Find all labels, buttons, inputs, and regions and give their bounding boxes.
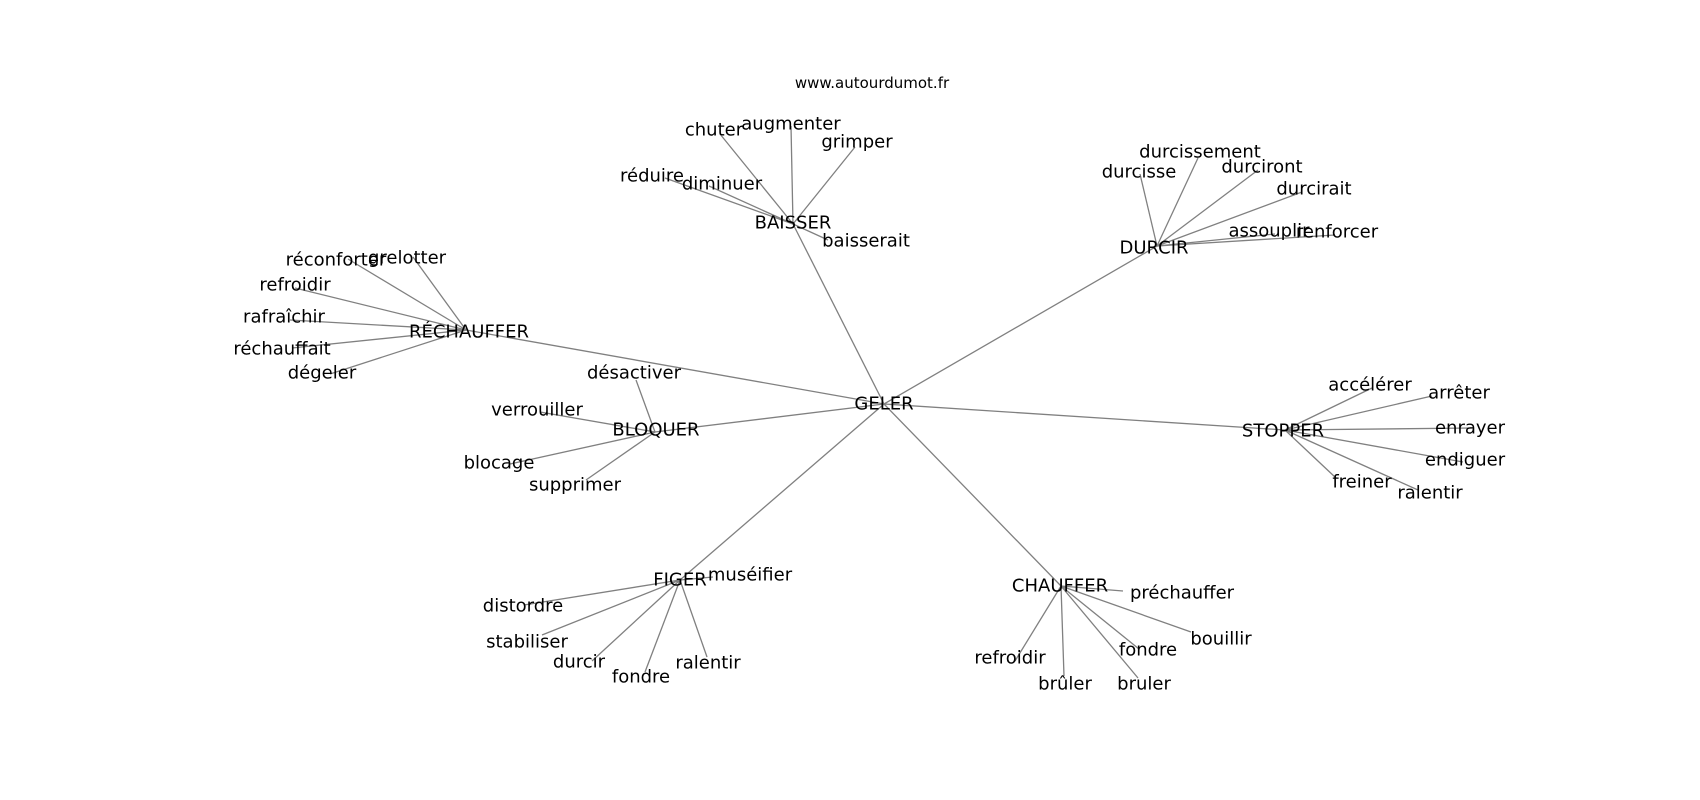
leaf-node-durcir-assouplir[interactable]: assouplir [1228, 221, 1310, 242]
leaf-node-chauffer-bruler[interactable]: bruler [1117, 674, 1171, 695]
edge-chauffer-bruler [1060, 585, 1139, 679]
leaf-node-stopper-endiguer[interactable]: endiguer [1425, 450, 1506, 471]
leaf-node-stopper-arreter[interactable]: arrêter [1428, 383, 1490, 404]
leaf-node-chauffer-fondre[interactable]: fondre [1119, 640, 1177, 661]
leaf-node-baisser-baisserait[interactable]: baisserait [822, 231, 910, 252]
leaf-node-baisser-reduire[interactable]: réduire [620, 166, 684, 187]
edge-center-chauffer [883, 403, 1062, 587]
edge-stopper-enrayer [1284, 427, 1473, 431]
edge-durcir-durcirait [1156, 191, 1303, 247]
edge-figer-ralentir [679, 579, 708, 658]
edge-chauffer-prechauffer [1060, 585, 1124, 592]
edge-stopper-accelerer [1284, 387, 1373, 431]
leaf-node-chauffer-bruler[interactable]: brûler [1038, 674, 1092, 695]
leaf-node-chauffer-prechauffer[interactable]: préchauffer [1130, 583, 1235, 604]
leaf-node-durcir-durcisse[interactable]: durcisse [1102, 162, 1177, 183]
edge-stopper-endiguer [1284, 429, 1464, 463]
edge-rechauffer-rechauffait [291, 329, 467, 349]
edge-rechauffer-reconforter [347, 258, 467, 331]
edge-baisser-diminuer [708, 185, 794, 225]
graph-labels: www.autourdumot.fr GELER BAISSER chuterau… [233, 74, 1505, 695]
leaf-node-chauffer-bouillir[interactable]: bouillir [1190, 629, 1252, 650]
leaf-node-stopper-freiner[interactable]: freiner [1332, 472, 1392, 493]
leaf-node-figer-museifier[interactable]: muséifier [708, 565, 793, 586]
leaf-node-baisser-grimper[interactable]: grimper [821, 132, 893, 153]
leaf-node-figer-durcir[interactable]: durcir [553, 652, 606, 673]
leaf-node-figer-distordre[interactable]: distordre [483, 596, 563, 617]
leaf-node-figer-stabiliser[interactable]: stabiliser [486, 632, 568, 653]
edge-center-durcir [883, 245, 1158, 405]
edge-durcir-durcissement [1156, 157, 1199, 247]
leaf-node-rechauffer-refroidir[interactable]: refroidir [259, 275, 331, 296]
edge-stopper-ralentir [1284, 429, 1419, 491]
leaf-node-rechauffer-rechauffait[interactable]: réchauffait [233, 339, 330, 360]
leaf-node-durcir-durciront[interactable]: durciront [1221, 157, 1302, 178]
leaf-node-chauffer-refroidir[interactable]: refroidir [974, 648, 1046, 669]
edge-figer-museifier [679, 576, 714, 581]
branch-node-figer[interactable]: FIGER [653, 570, 707, 591]
graph-edges [289, 125, 1473, 679]
leaf-node-rechauffer-reconforter[interactable]: réconforter [286, 250, 387, 271]
leaf-node-durcir-durcirait[interactable]: durcirait [1276, 179, 1351, 200]
leaf-node-figer-fondre[interactable]: fondre [612, 667, 670, 688]
branch-node-bloquer[interactable]: BLOQUER [612, 420, 699, 441]
edge-bloquer-supprimer [585, 431, 656, 481]
branch-node-durcir[interactable]: DURCIR [1119, 238, 1188, 259]
branch-node-stopper[interactable]: STOPPER [1242, 421, 1324, 442]
edge-bloquer-blocage [509, 431, 656, 465]
edge-durcir-durciront [1156, 169, 1259, 247]
leaf-node-baisser-diminuer[interactable]: diminuer [682, 174, 763, 195]
site-watermark: www.autourdumot.fr [795, 74, 950, 92]
edge-baisser-baisserait [792, 223, 829, 241]
edge-baisser-grimper [792, 146, 856, 225]
edge-bloquer-verrouiller [539, 411, 656, 433]
edge-center-bloquer [654, 403, 885, 433]
edge-figer-durcir [591, 579, 681, 662]
leaf-node-rechauffer-degeler[interactable]: dégeler [288, 363, 357, 384]
edge-figer-fondre [644, 579, 681, 673]
branch-node-rechauffer[interactable]: RÉCHAUFFER [409, 321, 529, 343]
leaf-node-durcir-durcissement[interactable]: durcissement [1139, 142, 1261, 163]
leaf-node-baisser-chuter[interactable]: chuter [685, 120, 744, 141]
leaf-node-bloquer-verrouiller[interactable]: verrouiller [491, 400, 583, 421]
edge-center-figer [679, 403, 885, 581]
leaf-node-figer-ralentir[interactable]: ralentir [675, 653, 741, 674]
leaf-node-stopper-ralentir[interactable]: ralentir [1397, 483, 1463, 504]
branch-node-chauffer[interactable]: CHAUFFER [1012, 576, 1108, 597]
edge-figer-stabiliser [541, 579, 681, 636]
edge-durcir-assouplir [1156, 233, 1276, 247]
edge-center-baisser [792, 223, 885, 405]
leaf-node-bloquer-desactiver[interactable]: désactiver [587, 363, 682, 384]
leaf-node-rechauffer-grelotter[interactable]: grelotter [368, 248, 447, 269]
edge-durcir-durcisse [1139, 173, 1158, 247]
edge-bloquer-desactiver [635, 379, 656, 433]
leaf-node-bloquer-supprimer[interactable]: supprimer [529, 475, 622, 496]
edge-center-rechauffer [465, 329, 885, 405]
leaf-node-stopper-accelerer[interactable]: accélérer [1328, 375, 1412, 396]
edge-chauffer-fondre [1060, 585, 1140, 650]
center-node-label[interactable]: GELER [854, 394, 913, 415]
edge-stopper-freiner [1284, 429, 1337, 479]
edge-baisser-chuter [719, 133, 794, 225]
leaf-node-bloquer-blocage[interactable]: blocage [464, 453, 535, 474]
edge-baisser-augmenter [790, 125, 794, 225]
leaf-node-stopper-enrayer[interactable]: enrayer [1435, 418, 1506, 439]
edge-chauffer-bruler [1060, 585, 1065, 677]
edge-stopper-arreter [1284, 395, 1433, 431]
edge-chauffer-bouillir [1060, 585, 1192, 633]
branch-node-baisser[interactable]: BAISSER [755, 213, 832, 234]
edge-chauffer-refroidir [1014, 585, 1062, 662]
leaf-node-rechauffer-rafraichir[interactable]: rafraîchir [243, 307, 326, 328]
edge-rechauffer-grelotter [412, 256, 467, 331]
edge-figer-distordre [523, 579, 681, 606]
leaf-node-baisser-augmenter[interactable]: augmenter [741, 114, 841, 135]
edge-rechauffer-refroidir [294, 287, 467, 331]
edge-center-stopper [883, 403, 1286, 431]
edge-rechauffer-rafraichir [289, 319, 467, 331]
edge-durcir-renforcer [1156, 234, 1336, 247]
leaf-node-durcir-renforcer[interactable]: renforcer [1296, 222, 1379, 243]
edge-baisser-reduire [664, 177, 794, 225]
edge-rechauffer-degeler [329, 329, 467, 375]
